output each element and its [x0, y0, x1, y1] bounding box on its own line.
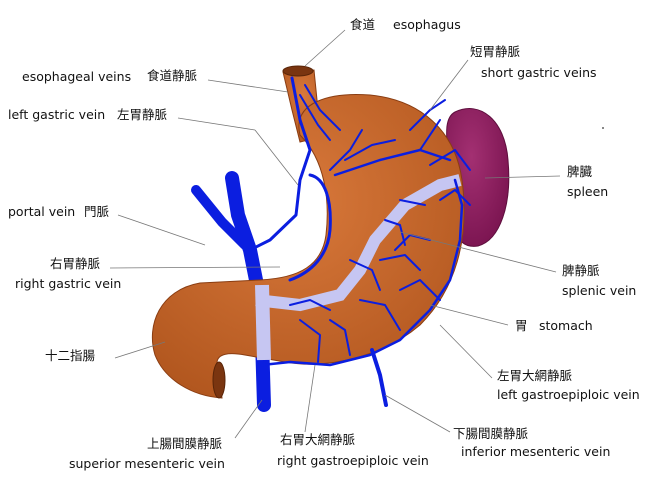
gastric-veins [248, 76, 471, 407]
label-sup-mes-en: superior mesenteric vein [69, 456, 225, 471]
label-right-ge-jp: 右胃大網静脈 [280, 432, 356, 447]
label-esophageal-en: esophageal veins [22, 69, 131, 84]
label-inf-mes-jp: 下腸間膜静脈 [453, 426, 529, 441]
label-sup-mes-jp: 上腸間膜静脈 [147, 436, 223, 451]
label-portal-en: portal vein [8, 204, 75, 219]
sup-mesenteric-behind [255, 284, 271, 361]
label-esophagus-jp: 食道 [350, 17, 376, 32]
stray-dot [602, 127, 604, 129]
label-portal-jp: 門脈 [84, 204, 110, 219]
label-right-gastric-en: right gastric vein [15, 276, 121, 291]
label-spleen-en: spleen [567, 184, 608, 199]
label-spleen-jp: 脾臓 [567, 164, 593, 179]
label-stomach-jp: 胃 [515, 318, 528, 333]
label-short-gastric-en: short gastric veins [481, 65, 597, 80]
esophagus-opening [282, 65, 314, 77]
label-left-ge-jp: 左胃大網静脈 [497, 368, 573, 383]
label-right-ge-en: right gastroepiploic vein [277, 453, 429, 468]
label-esophagus-en: esophagus [393, 17, 461, 32]
portal-vein-branch [191, 185, 250, 250]
label-inf-mes-en: inferior mesenteric vein [461, 444, 610, 459]
duodenum-opening [212, 361, 226, 399]
label-stomach-en: stomach [539, 318, 593, 333]
label-short-gastric-jp: 短胃静脈 [470, 44, 521, 59]
label-esophageal-jp: 食道静脈 [147, 68, 198, 83]
label-left-ge-en: left gastroepiploic vein [497, 387, 640, 402]
leader-lines [109, 29, 561, 439]
stomach [151, 94, 465, 399]
label-left-gastric-en: left gastric vein [8, 107, 105, 122]
splenic-vein-behind [255, 174, 462, 312]
label-left-gastric-jp: 左胃静脈 [117, 107, 168, 122]
label-duodenum-jp: 十二指腸 [45, 348, 96, 363]
label-right-gastric-jp: 右胃静脈 [50, 256, 101, 271]
label-splenic-jp: 脾静脈 [562, 263, 600, 278]
label-splenic-en: splenic vein [562, 283, 636, 298]
